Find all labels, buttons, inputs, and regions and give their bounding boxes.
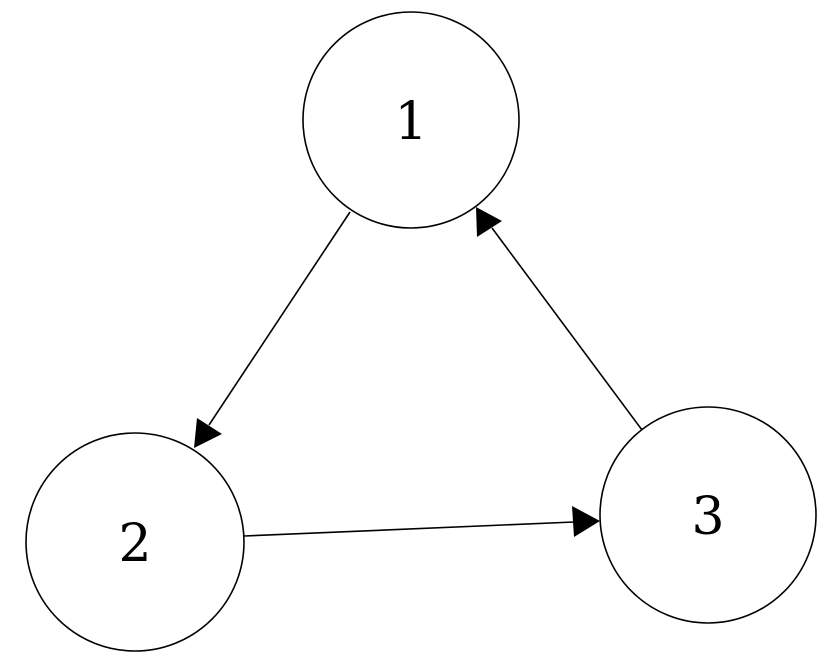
- node-1: 1: [302, 11, 520, 229]
- node-2-label: 2: [118, 514, 151, 574]
- node-3-circle: [599, 406, 817, 624]
- edge-3-to-1-line: [491, 227, 643, 431]
- node-1-label: 1: [394, 92, 427, 152]
- edge-1-to-2-arrowhead: [194, 418, 222, 448]
- edge-2-to-3-arrowhead: [572, 506, 600, 537]
- edge-2-to-3: [243, 506, 600, 537]
- edge-3-to-1: [476, 207, 643, 431]
- edge-1-to-2: [194, 211, 351, 448]
- edge-1-to-2-line: [208, 211, 351, 426]
- node-2: 2: [25, 432, 245, 652]
- node-2-circle: [25, 432, 245, 652]
- node-3-label: 3: [691, 487, 724, 547]
- node-3: 3: [599, 406, 817, 624]
- edge-3-to-1-arrowhead: [476, 207, 502, 237]
- edge-2-to-3-line: [243, 521, 575, 537]
- node-1-circle: [302, 11, 520, 229]
